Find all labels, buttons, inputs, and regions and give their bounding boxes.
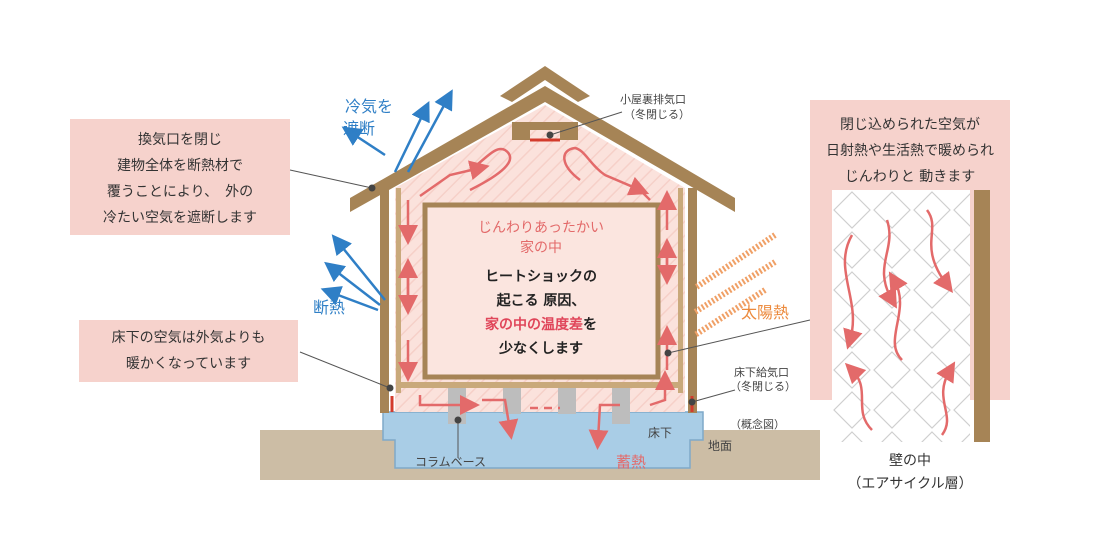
callout-line: 冷たい空気を遮断します: [103, 210, 257, 226]
outer-wall-left: [380, 188, 389, 413]
center-line: ヒートショックの: [485, 269, 597, 285]
column: [558, 382, 576, 414]
callout-line: 暖かくなっています: [125, 356, 252, 372]
callout-line: 閉じ込められた空気が: [840, 117, 980, 133]
leader-lines: [289, 111, 811, 458]
column: [612, 382, 630, 424]
attic-vent-note: （冬閉じる）: [624, 107, 690, 121]
wall-cross-section: [832, 190, 990, 442]
cold-block-label: 遮断: [343, 119, 375, 138]
attic-vent-box: [512, 122, 578, 140]
inner-wall-left: [396, 188, 401, 393]
marker-dot: [368, 184, 376, 192]
roof-ridge: [500, 66, 590, 102]
wall-board: [974, 190, 990, 442]
callout-line: じんわりと 動きます: [844, 169, 976, 185]
insulation-label: 断熱: [313, 298, 345, 317]
floor: [396, 382, 683, 388]
heat-storage-label: 蓄熱: [616, 453, 646, 471]
callout-line: 換気口を閉じ: [138, 132, 222, 148]
marker-dot: [454, 416, 462, 424]
callout-insulation: 換気口を閉じ 建物全体を断熱材で 覆うことにより、 外の 冷たい空気を遮断します: [70, 119, 290, 235]
underfloor-label: 床下: [648, 426, 672, 440]
attic-vent-label: 小屋裏排気口: [620, 92, 686, 106]
center-line: 家の中の温度差を: [485, 316, 597, 333]
inner-wall-right: [678, 188, 683, 393]
ground-label: 地面: [708, 439, 732, 453]
center-line: 少なくします: [498, 340, 583, 357]
center-suffix: を: [583, 317, 597, 333]
center-heading: 家の中: [520, 239, 562, 256]
column-base-label: コラムベース: [415, 455, 486, 469]
marker-dot: [546, 131, 554, 139]
callout-line: 日射熱や生活熱で暖められ: [826, 143, 994, 159]
column: [503, 382, 521, 414]
callout-underfloor: 床下の空気は外気よりも 暖かくなっています: [79, 320, 298, 382]
wall-caption: 壁の中: [889, 453, 931, 469]
cold-air-arrows: [320, 89, 453, 312]
floor-vent-label: 床下給気口: [734, 365, 789, 379]
solar-rays: [693, 232, 777, 338]
wall-caption: （エアサイクル層）: [847, 476, 973, 492]
solar-heat-label: 太陽熱: [741, 303, 789, 322]
cold-block-label: 冷気を: [345, 97, 393, 116]
outer-wall-right: [688, 188, 697, 413]
marker-dot: [688, 398, 696, 406]
center-line: 起こる 原因、: [496, 292, 586, 309]
center-heading: じんわりあったかい: [478, 220, 604, 236]
center-highlight: 家の中の温度差: [485, 316, 583, 333]
foundation: [382, 411, 704, 469]
warm-air-arrows: [398, 146, 677, 450]
central-room: [422, 202, 661, 380]
marker-dot: [664, 349, 672, 357]
marker-dot: [386, 384, 394, 392]
callout-line: 床下の空気は外気よりも: [111, 330, 266, 346]
callout-line: 覆うことにより、 外の: [106, 184, 254, 200]
callout-air-cycle: 閉じ込められた空気が 日射熱や生活熱で暖められ じんわりと 動きます 壁の中 （…: [810, 100, 1010, 492]
floor-vent-note: （冬閉じる）: [730, 379, 796, 393]
callout-line: 建物全体を断熱材で: [117, 158, 243, 174]
concept-label: （概念図）: [730, 417, 785, 431]
